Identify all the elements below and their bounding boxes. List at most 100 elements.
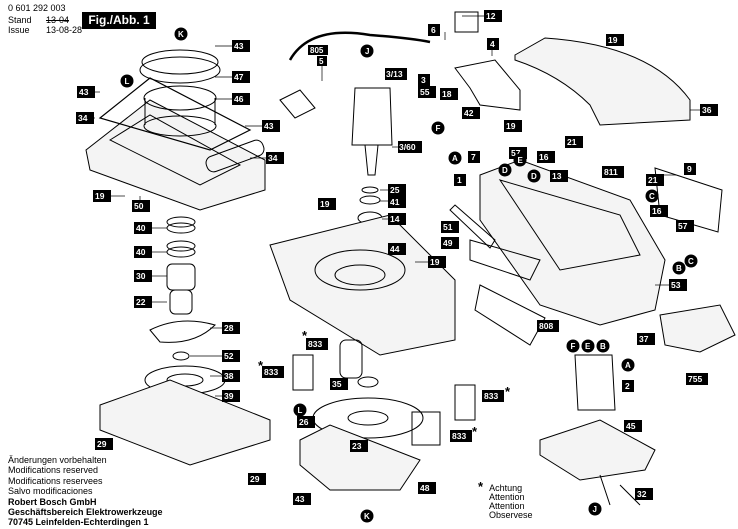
part-6: 6	[431, 25, 436, 35]
part-833c: 833	[484, 391, 498, 401]
footer-line-1: Änderungen vorbehalten	[8, 455, 107, 465]
callout-C-top: C	[649, 192, 655, 201]
note-star: *	[478, 479, 484, 494]
part-833b: 833	[264, 367, 278, 377]
part-14: 14	[390, 214, 400, 224]
footer-line-2: Modifications reserved	[8, 465, 99, 476]
part-34a: 34	[78, 113, 88, 123]
part-19a: 19	[95, 191, 105, 201]
footer-block: Änderungen vorbehalten Modifications res…	[8, 455, 163, 528]
part-833d: 833	[452, 431, 466, 441]
part-40b: 40	[136, 247, 146, 257]
part-38: 38	[224, 371, 234, 381]
part-48: 48	[420, 483, 430, 493]
part-29a: 29	[97, 439, 107, 449]
part-35: 35	[332, 379, 342, 389]
callout-D-mid: D	[531, 172, 537, 181]
part-43a: 43	[234, 41, 244, 51]
part-26: 26	[299, 417, 309, 427]
part-30: 30	[136, 271, 146, 281]
footer-company: Robert Bosch GmbH	[8, 496, 97, 507]
callout-L-bottom: L	[298, 406, 303, 415]
stand-value: 13-04	[46, 15, 70, 25]
doc-number: 0 601 292 003	[8, 3, 66, 13]
footer-line-4: Salvo modificaciones	[8, 486, 93, 497]
star-833d: *	[472, 424, 478, 439]
part-57a: 57	[511, 148, 521, 158]
part-39: 39	[224, 391, 234, 401]
part-45: 45	[626, 421, 636, 431]
figure-label: Fig./Abb. 1	[82, 12, 156, 29]
part-55: 55	[420, 87, 430, 97]
star-833c: *	[505, 384, 511, 399]
part-29b: 29	[250, 474, 260, 484]
part-labels: 43 47 46 43 34 43 34 19 50 40 40 30 22 2…	[76, 10, 718, 505]
callout-F-bottom: F	[571, 342, 576, 351]
part-44: 44	[390, 244, 400, 254]
part-3-13: 3/13	[386, 69, 403, 79]
part-19e: 19	[608, 35, 618, 45]
attention-note: * Achtung Attention Attention Observese	[478, 479, 533, 520]
part-19d: 19	[506, 121, 516, 131]
part-36: 36	[702, 105, 712, 115]
callout-F-top: F	[436, 124, 441, 133]
note-word-1: Achtung	[489, 483, 523, 493]
part-7: 7	[471, 152, 476, 162]
part-811: 811	[604, 167, 618, 177]
callout-L-top: L	[125, 77, 130, 86]
note-word-2: Attention	[489, 492, 525, 502]
footer-line-3: Modifications reservees	[8, 475, 103, 486]
callout-C-right: C	[688, 257, 694, 266]
part-3: 3	[421, 75, 426, 85]
callout-E-bottom: E	[585, 342, 591, 351]
part-22: 22	[136, 297, 146, 307]
star-833b: *	[258, 358, 264, 373]
part-4: 4	[490, 39, 495, 49]
part-19b: 19	[320, 199, 330, 209]
part-3-60: 3/60	[399, 142, 416, 152]
part-25: 25	[390, 185, 400, 195]
part-42: 42	[464, 108, 474, 118]
part-2: 2	[625, 381, 630, 391]
issue-label: Issue	[8, 25, 30, 35]
part-50: 50	[134, 201, 144, 211]
part-34b: 34	[268, 153, 278, 163]
callout-J-bottom: J	[593, 505, 597, 514]
footer-address: 70745 Leinfelden-Echterdingen 1	[8, 517, 149, 528]
part-51: 51	[443, 222, 453, 232]
star-833a: *	[302, 328, 308, 343]
callout-A-top: A	[452, 154, 458, 163]
part-21a: 21	[567, 137, 577, 147]
part-9: 9	[687, 164, 692, 174]
footer-division: Geschäftsbereich Elektrowerkzeuge	[8, 507, 163, 518]
part-57b: 57	[678, 221, 688, 231]
note-word-4: Observese	[489, 510, 533, 520]
part-16a: 16	[539, 152, 549, 162]
issue-value: 13-08-28	[46, 25, 83, 35]
part-47: 47	[234, 72, 244, 82]
part-43d: 43	[295, 494, 305, 504]
part-46: 46	[234, 94, 244, 104]
part-5: 5	[319, 57, 324, 66]
part-1: 1	[457, 175, 462, 185]
letter-callouts: K L J F A D E D C B C L K F E B A J	[120, 27, 698, 523]
part-12: 12	[486, 11, 496, 21]
part-19c: 19	[430, 257, 440, 267]
part-53: 53	[671, 280, 681, 290]
callout-K-top: K	[178, 30, 184, 39]
part-43c: 43	[264, 121, 274, 131]
part-37: 37	[639, 334, 649, 344]
stand-label: Stand	[8, 15, 32, 25]
part-13: 13	[552, 171, 562, 181]
part-52: 52	[224, 351, 234, 361]
part-41: 41	[390, 197, 400, 207]
part-23: 23	[352, 441, 362, 451]
part-28: 28	[224, 323, 234, 333]
part-755: 755	[688, 374, 702, 384]
note-word-3: Attention	[489, 501, 525, 511]
callout-A-bottom: A	[625, 361, 631, 370]
callout-E-top: E	[518, 156, 524, 165]
part-808: 808	[539, 321, 553, 331]
part-49: 49	[443, 238, 453, 248]
